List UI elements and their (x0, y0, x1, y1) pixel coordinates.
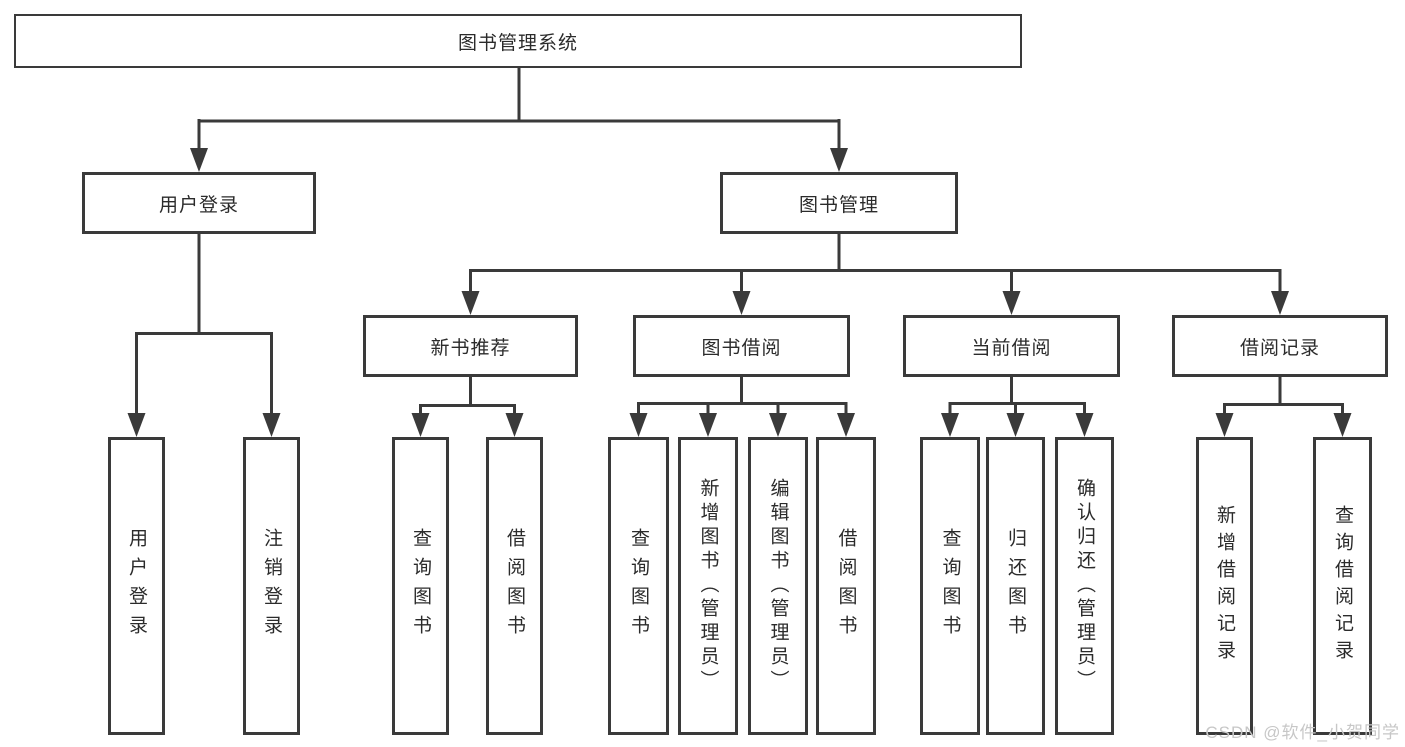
leaf-label: 用户登录 (126, 528, 147, 644)
leaf-label: 借阅图书 (504, 528, 525, 644)
node-book-borrowing: 图书借阅 (633, 315, 850, 377)
leaf-confirm-return-admin: 确认归还（管理员） (1055, 437, 1114, 735)
node-label: 图书管理系统 (457, 32, 578, 54)
leaf-label: 归还图书 (1005, 528, 1026, 644)
leaf-label: 借阅图书 (835, 528, 857, 644)
node-user-login: 用户登录 (82, 172, 316, 234)
leaf-query-books-borrowing: 查询图书 (608, 437, 669, 735)
csdn-watermark: CSDN @软件_小贺同学 (1205, 723, 1400, 742)
node-label: 用户登录 (158, 194, 239, 216)
leaf-edit-book-admin: 编辑图书（管理员） (748, 437, 808, 735)
connector-book-management-group (461, 234, 1289, 315)
node-current-borrowing: 当前借阅 (903, 315, 1120, 377)
leaf-logout: 注销登录 (243, 437, 300, 735)
node-label: 图书管理 (798, 194, 879, 216)
leaf-add-book-admin: 新增图书（管理员） (678, 437, 738, 735)
connector-borrowing-records-group (1215, 377, 1352, 437)
leaf-return-book: 归还图书 (986, 437, 1045, 735)
node-label: 借阅记录 (1239, 337, 1320, 359)
connector-current-borrowing-group (941, 377, 1094, 437)
leaf-label: 查询图书 (628, 528, 649, 644)
connector-book-borrowing-group (629, 377, 855, 437)
node-new-book-recommend: 新书推荐 (363, 315, 578, 377)
leaf-label: 查询借阅记录 (1332, 505, 1353, 667)
connector-root-to-branches (190, 68, 848, 172)
leaf-add-borrow-record: 新增借阅记录 (1196, 437, 1253, 735)
leaf-borrow-books-recommend: 借阅图书 (486, 437, 543, 735)
connector-user-login-group (127, 234, 281, 437)
node-book-management: 图书管理 (720, 172, 958, 234)
node-label: 当前借阅 (971, 337, 1052, 359)
leaf-label: 查询图书 (410, 528, 431, 644)
node-label: 新书推荐 (430, 337, 511, 359)
connector-new-book-group (411, 377, 524, 437)
leaf-label: 注销登录 (261, 528, 282, 644)
leaf-label: 编辑图书（管理员） (767, 478, 789, 694)
leaf-user-login: 用户登录 (108, 437, 165, 735)
node-label: 图书借阅 (701, 337, 782, 359)
leaf-label: 查询图书 (939, 528, 961, 644)
leaf-query-borrow-record: 查询借阅记录 (1313, 437, 1372, 735)
leaf-label: 新增图书（管理员） (697, 478, 719, 694)
leaf-borrow-books-borrowing: 借阅图书 (816, 437, 876, 735)
leaf-label: 新增借阅记录 (1214, 505, 1235, 667)
node-borrowing-records: 借阅记录 (1172, 315, 1388, 377)
leaf-query-books-recommend: 查询图书 (392, 437, 449, 735)
leaf-label: 确认归还（管理员） (1074, 478, 1095, 694)
node-root: 图书管理系统 (14, 14, 1022, 68)
leaf-query-books-current: 查询图书 (920, 437, 980, 735)
